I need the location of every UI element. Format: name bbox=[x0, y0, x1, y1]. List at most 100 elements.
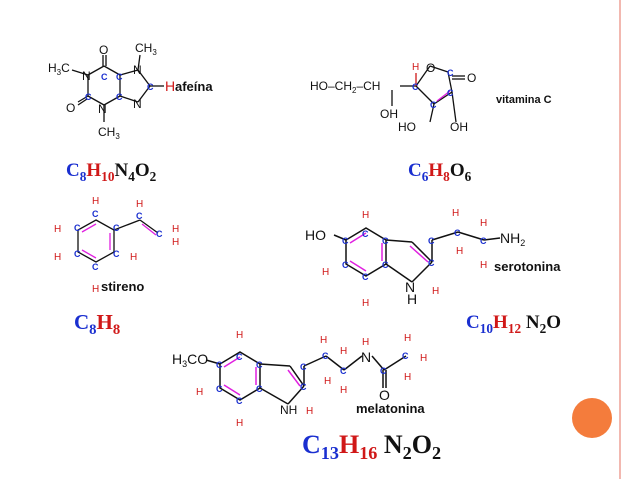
serotonin-hydrogen: H bbox=[322, 267, 329, 278]
styrene-carbon: C bbox=[136, 211, 143, 221]
vitc-ring-o: O bbox=[426, 61, 435, 75]
caffeine-carbon: C bbox=[101, 72, 108, 82]
melatonin-nh-hydrogen: H bbox=[362, 337, 369, 348]
styrene-carbon: C bbox=[74, 249, 81, 259]
caffeine-methyl-left: H3C bbox=[48, 61, 70, 77]
vitc-carbon: C bbox=[447, 88, 454, 98]
caffeine-formula: C8H10N4O2 bbox=[66, 160, 157, 184]
melatonin-hydrogen: H bbox=[340, 385, 347, 396]
serotonin-hydrogen: H bbox=[362, 210, 369, 221]
styrene-hydrogen: H bbox=[92, 196, 99, 207]
vitc-hydrogen: H bbox=[412, 62, 419, 73]
serotonin-carbon: C bbox=[382, 236, 389, 246]
serotonin-hydrogen: H bbox=[480, 260, 487, 271]
melatonin-carbon: C bbox=[300, 362, 307, 372]
melatonin-hydrogen: H bbox=[340, 346, 347, 357]
serotonin-carbon: C bbox=[342, 236, 349, 246]
vitc-carbon: C bbox=[412, 82, 419, 92]
serotonin-nh2: NH2 bbox=[500, 230, 525, 248]
melatonin-hydrogen: H bbox=[236, 418, 243, 429]
melatonin-carbon: C bbox=[216, 360, 223, 370]
caffeine-methyl-top: CH3 bbox=[135, 41, 157, 57]
caffeine-atom-o2: O bbox=[66, 101, 75, 115]
decorative-orange-dot bbox=[572, 398, 612, 438]
melatonin-carbon: C bbox=[256, 384, 263, 394]
melatonin-hydrogen: H bbox=[404, 333, 411, 344]
melatonin-name-label: melatonina bbox=[356, 401, 425, 416]
serotonin-name-label: serotonina bbox=[494, 259, 561, 274]
serotonin-atoms: HO NH2 N H C C C C C C C C C C H H H H H… bbox=[305, 208, 561, 309]
styrene-hydrogen: H bbox=[54, 224, 61, 235]
serotonin-carbon: C bbox=[428, 236, 435, 246]
vitc-carbonyl-o: O bbox=[467, 71, 476, 85]
serotonin-carbon: C bbox=[382, 260, 389, 270]
serotonin-carbon: C bbox=[428, 258, 435, 268]
melatonin-structure bbox=[205, 351, 407, 405]
vitamin-c-formula: C6H8O6 bbox=[408, 160, 472, 184]
melatonin-carbon: C bbox=[256, 360, 263, 370]
serotonin-carbon: C bbox=[362, 229, 369, 239]
melatonin-hydrogen: H bbox=[196, 387, 203, 398]
styrene-hydrogen: H bbox=[130, 252, 137, 263]
styrene-atoms: C C C C C C C C H H H H H H H H stireno bbox=[54, 196, 179, 295]
caffeine-atoms: O O N N N N H3C CH3 CH3 C C C C C H afeí… bbox=[48, 41, 213, 141]
caffeine-carbon: C bbox=[116, 72, 123, 82]
melatonin-hydrogen: H bbox=[306, 406, 313, 417]
serotonin-hydrogen: H bbox=[456, 246, 463, 257]
serotonin-nh-h: H bbox=[407, 291, 417, 307]
caffeine-atom-n2: N bbox=[98, 102, 107, 116]
melatonin-carbon: C bbox=[300, 382, 307, 392]
serotonin-hydrogen: H bbox=[362, 298, 369, 309]
styrene-formula: C8H8 bbox=[74, 310, 121, 339]
styrene-carbon: C bbox=[92, 209, 99, 219]
melatonin-hydrogen: H bbox=[404, 372, 411, 383]
styrene-hydrogen: H bbox=[172, 237, 179, 248]
serotonin-n: N bbox=[405, 279, 415, 295]
melatonin-hydrogen: H bbox=[324, 376, 331, 387]
serotonin-carbon: C bbox=[342, 260, 349, 270]
melatonin-hydrogen: H bbox=[420, 353, 427, 364]
vitamin-c-name-label: vitamina C bbox=[496, 94, 552, 106]
styrene-carbon: C bbox=[113, 249, 120, 259]
vitc-ho-ch2: HO–CH2–CH bbox=[310, 79, 380, 95]
melatonin-ring-n: NH bbox=[280, 403, 297, 417]
melatonin-carbon: C bbox=[380, 366, 387, 376]
serotonin-hydrogen: H bbox=[452, 208, 459, 219]
styrene-hydrogen: H bbox=[92, 284, 99, 295]
vitc-carbon: C bbox=[447, 68, 454, 78]
serotonin-structure bbox=[333, 227, 501, 283]
styrene-hydrogen: H bbox=[136, 199, 143, 210]
styrene-carbon: C bbox=[74, 223, 81, 233]
slide-border bbox=[619, 0, 621, 479]
melatonin-amide-o: O bbox=[379, 387, 390, 403]
melatonin-atoms: H3CO NH N O H C C C C C C C C C C C C H … bbox=[172, 330, 427, 429]
caffeine-atom-n4: N bbox=[133, 97, 142, 111]
melatonin-carbon: C bbox=[216, 384, 223, 394]
caffeine-methyl-bottom: CH3 bbox=[98, 125, 120, 141]
caffeine-atom-n3: N bbox=[133, 63, 142, 77]
serotonin-carbon: C bbox=[480, 236, 487, 246]
melatonin-amide-n: N bbox=[361, 349, 371, 365]
vitc-ho-bottom: HO bbox=[398, 120, 416, 134]
caffeine-structure bbox=[71, 54, 164, 122]
styrene-hydrogen: H bbox=[54, 252, 61, 263]
melatonin-hydrogen: H bbox=[320, 335, 327, 346]
caffeine-name-label: afeína bbox=[175, 79, 213, 94]
serotonin-carbon: C bbox=[362, 272, 369, 282]
vitc-oh-bottom: OH bbox=[450, 120, 468, 134]
caffeine-hydrogen: H bbox=[165, 78, 175, 94]
serotonin-ho: HO bbox=[305, 227, 326, 243]
styrene-carbon: C bbox=[92, 262, 99, 272]
vitc-carbon: C bbox=[430, 100, 437, 110]
caffeine-carbon: C bbox=[85, 92, 92, 102]
melatonin-carbon: C bbox=[236, 396, 243, 406]
melatonin-carbon: C bbox=[340, 366, 347, 376]
vitc-oh-left: OH bbox=[380, 107, 398, 121]
styrene-hydrogen: H bbox=[172, 224, 179, 235]
melatonin-formula: C13H16 N2O2 bbox=[302, 430, 442, 464]
styrene-name-label: stireno bbox=[101, 279, 144, 294]
serotonin-hydrogen: H bbox=[480, 218, 487, 229]
serotonin-hydrogen: H bbox=[432, 286, 439, 297]
